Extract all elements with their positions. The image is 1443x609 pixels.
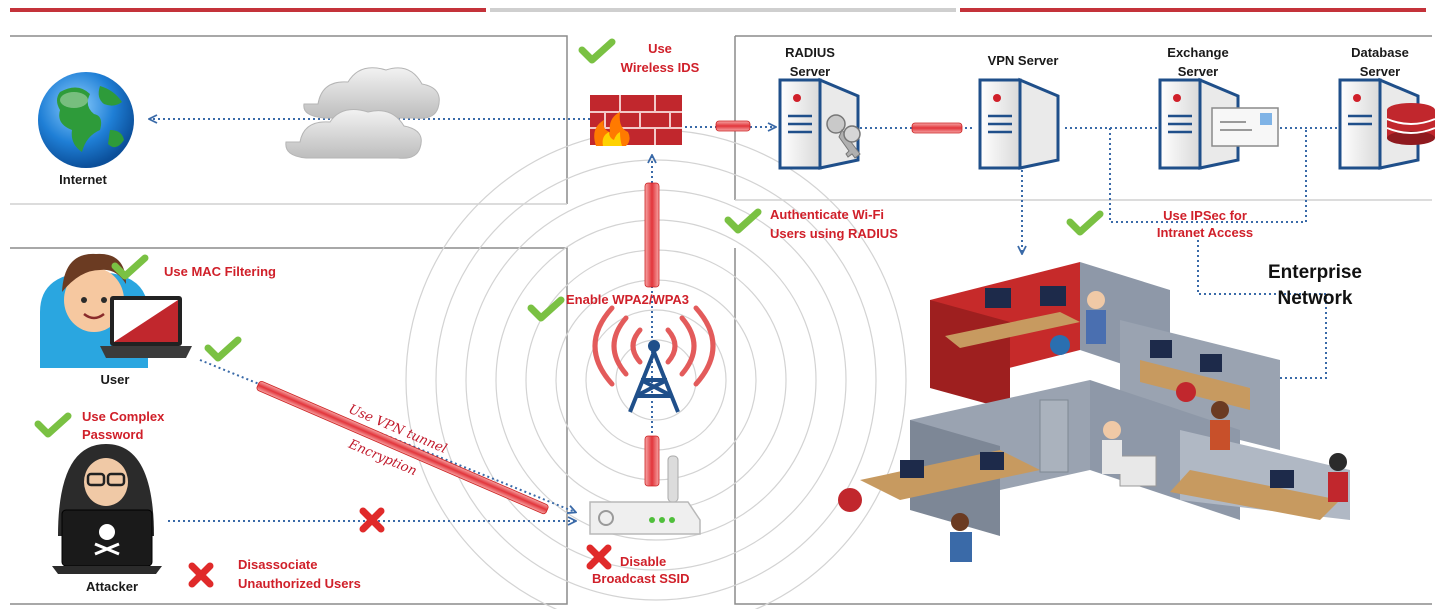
check-icon <box>34 412 72 438</box>
vpn-server-icon <box>978 77 1060 170</box>
exchange-server-icon <box>1158 77 1279 170</box>
office-cubicles-illustration <box>838 262 1350 562</box>
database-server-icon <box>1338 77 1436 170</box>
check-icon <box>578 38 616 64</box>
attacker-icon <box>52 444 162 574</box>
x-icon <box>586 544 612 570</box>
globe-icon <box>38 72 134 168</box>
disable-ssid-note-line2: Broadcast SSID <box>592 571 690 586</box>
user-icon <box>40 253 192 368</box>
x-marks <box>188 507 612 588</box>
encrypted-tunnels <box>256 120 963 515</box>
radius-server-icon <box>778 77 861 170</box>
check-icon <box>204 336 242 362</box>
cloud-icon <box>285 67 440 159</box>
wifi-tower-icon <box>592 305 716 413</box>
wpa-note: Enable WPA2/WPA3 <box>566 292 690 307</box>
attacker-label: Attacker <box>85 579 139 594</box>
x-icon <box>188 562 214 588</box>
mac-filtering-note: Use MAC Filtering <box>164 264 276 279</box>
user-label: User <box>100 372 130 387</box>
check-marks <box>34 38 1104 438</box>
check-icon <box>724 208 762 234</box>
disable-ssid-note: Disable <box>620 554 667 569</box>
internet-label: Internet <box>59 172 107 187</box>
check-icon <box>1066 210 1104 236</box>
check-icon <box>527 296 565 322</box>
check-icon <box>111 254 149 280</box>
vpn-server-label: VPN Server <box>987 53 1059 68</box>
top-banner <box>10 8 1426 12</box>
wireless-router-icon <box>589 455 701 535</box>
firewall-icon <box>590 95 682 146</box>
x-icon <box>359 507 385 533</box>
